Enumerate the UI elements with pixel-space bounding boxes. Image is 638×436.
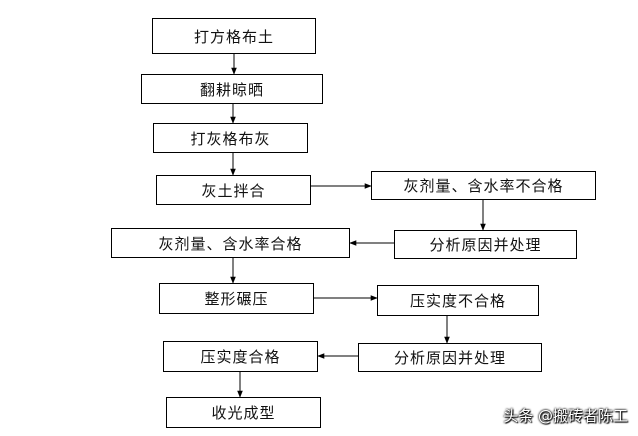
branch2-fail-label: 压实度不合格 xyxy=(409,292,506,310)
watermark: 头条 @搬砖者陈工 xyxy=(503,407,628,425)
step-1-box: 打方格布土 xyxy=(152,18,316,54)
step-8-box: 收光成型 xyxy=(166,397,321,428)
branch1-fail-label: 灰剂量、含水率不合格 xyxy=(403,177,564,195)
step-1-label: 打方格布土 xyxy=(193,27,274,46)
step-3-box: 打灰格布灰 xyxy=(153,123,308,153)
branch2-fail-box: 压实度不合格 xyxy=(377,285,539,316)
step-6-label: 整形碾压 xyxy=(204,290,269,308)
step-5-label: 灰剂量、含水率合格 xyxy=(158,234,303,253)
branch2-handle-label: 分析原因并处理 xyxy=(393,349,506,367)
step-7-box: 压实度合格 xyxy=(163,341,318,372)
branch1-handle-label: 分析原因并处理 xyxy=(429,236,542,254)
branch1-handle-box: 分析原因并处理 xyxy=(394,230,577,259)
step-8-label: 收光成型 xyxy=(211,404,276,422)
step-2-label: 翻耕晾晒 xyxy=(199,80,264,99)
step-4-box: 灰土拌合 xyxy=(156,175,311,205)
step-6-box: 整形碾压 xyxy=(159,283,314,314)
step-4-label: 灰土拌合 xyxy=(201,181,266,200)
step-5-box: 灰剂量、含水率合格 xyxy=(111,228,350,258)
step-3-label: 打灰格布灰 xyxy=(190,129,271,148)
branch1-fail-box: 灰剂量、含水率不合格 xyxy=(371,171,596,200)
step-7-label: 压实度合格 xyxy=(200,348,281,366)
branch2-handle-box: 分析原因并处理 xyxy=(358,343,542,372)
step-2-box: 翻耕晾晒 xyxy=(141,74,323,104)
